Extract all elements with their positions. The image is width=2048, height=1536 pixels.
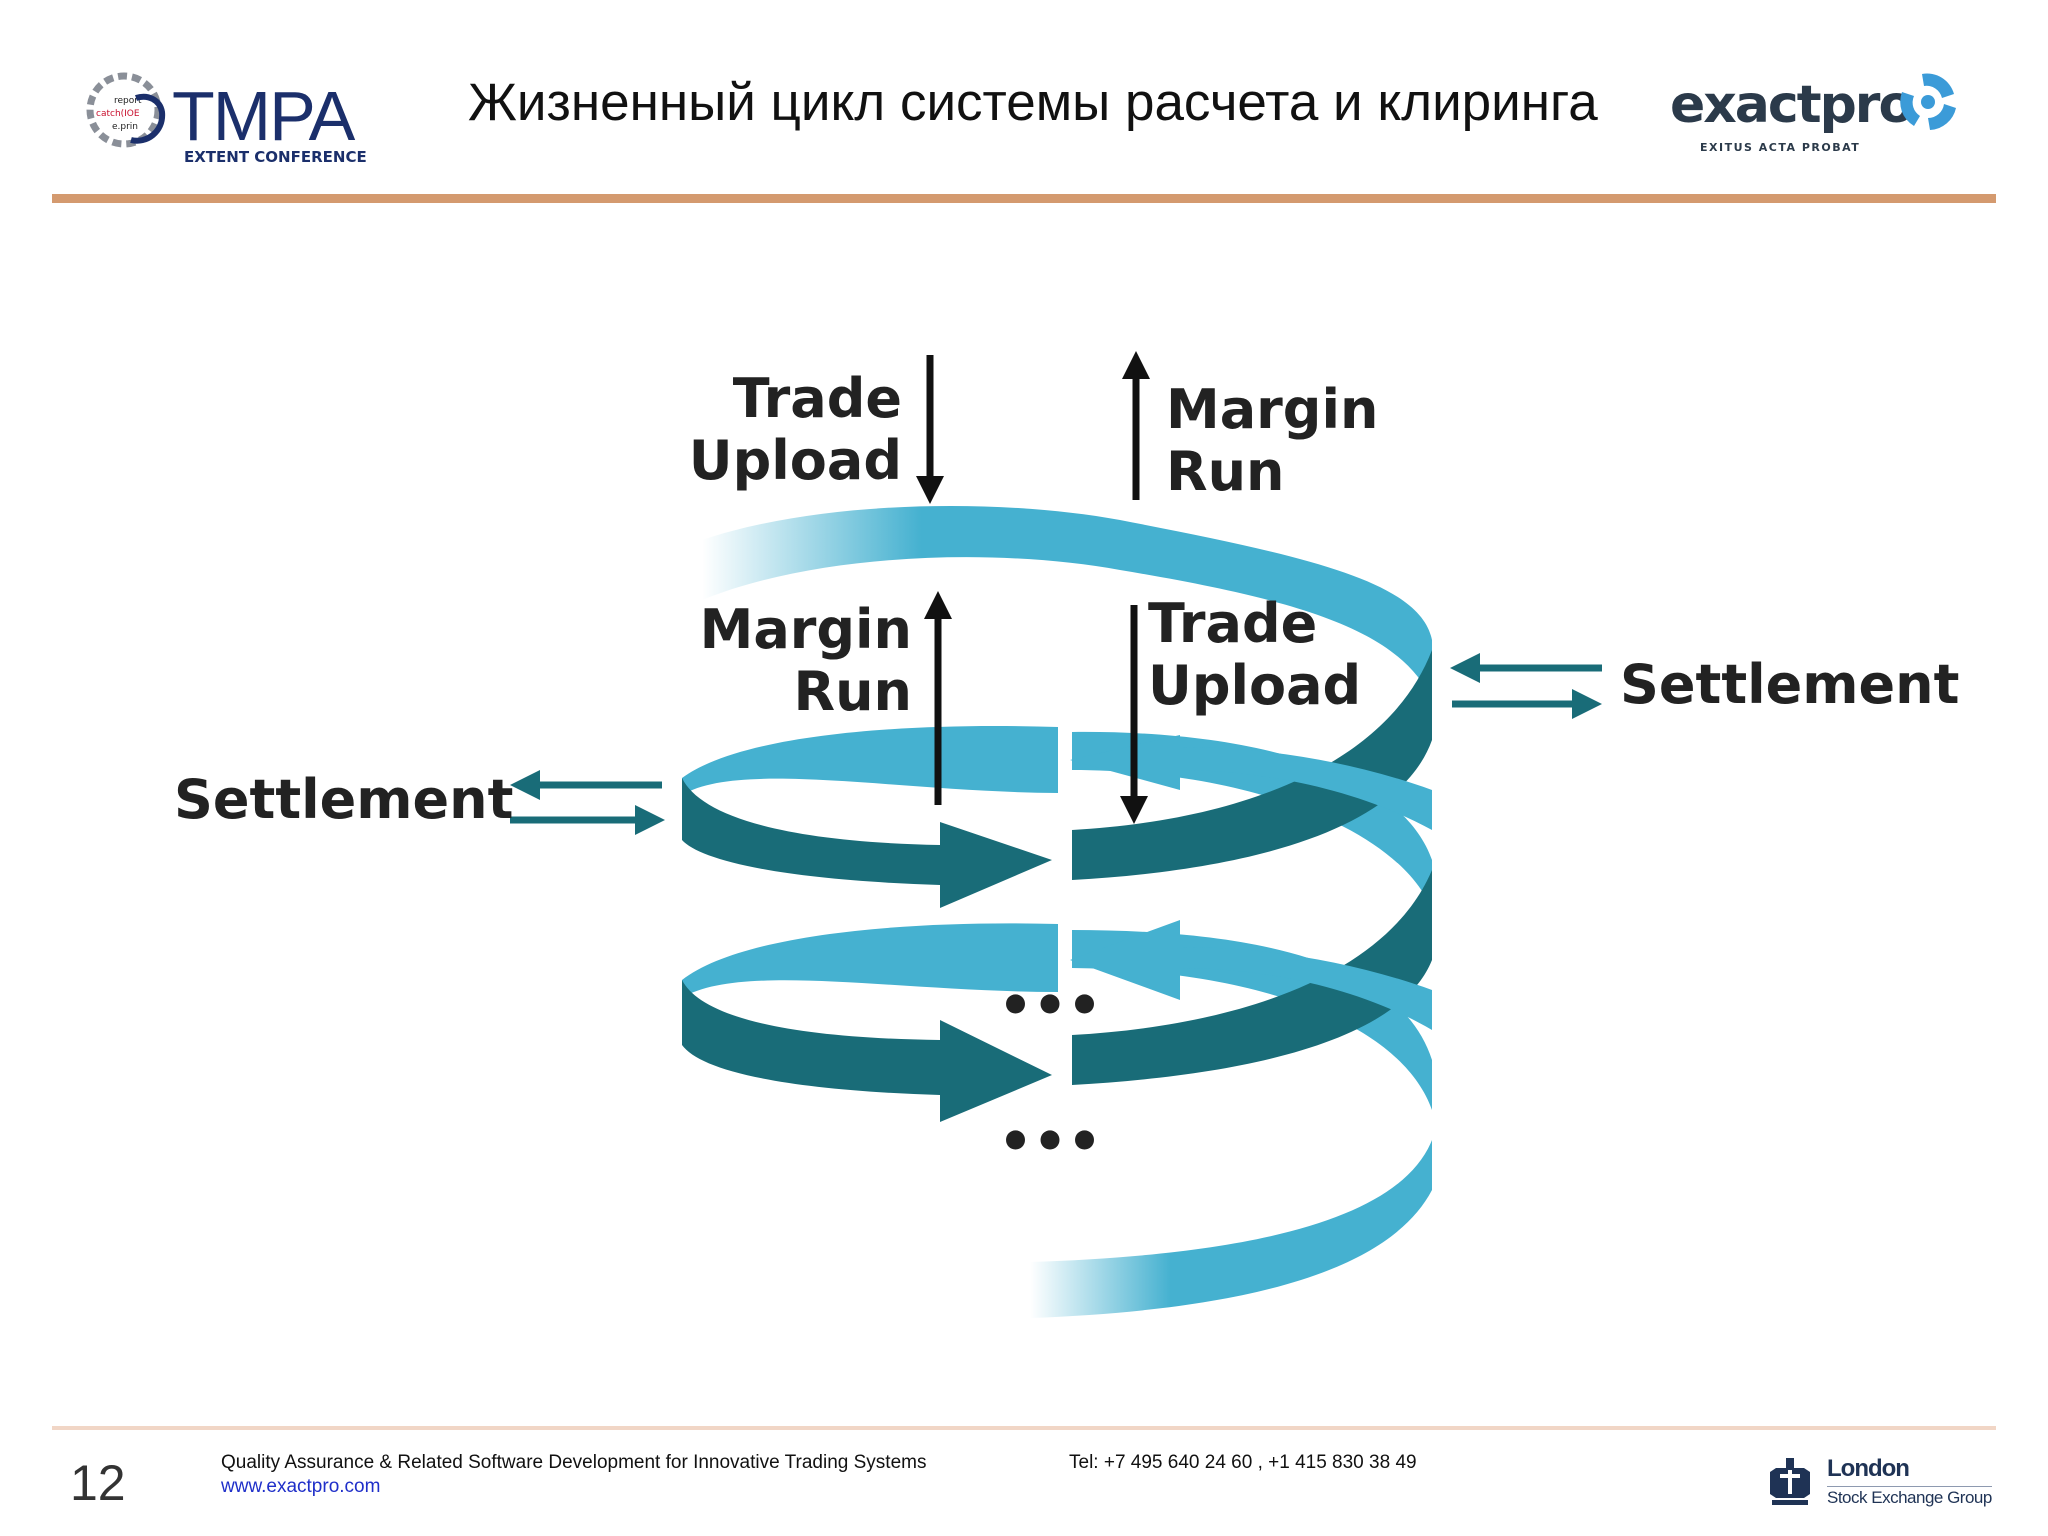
ribbon-bottom	[1030, 1140, 1432, 1318]
footer-phone: Tel: +7 495 640 24 60 , +1 415 830 38 49	[1069, 1452, 1417, 1473]
label-margin-run-mid-1: Margin	[700, 598, 912, 661]
label-margin-run-mid-2: Run	[794, 660, 912, 723]
ribbon-level2-left-light	[682, 923, 1058, 998]
lse-crest-icon	[1770, 1458, 1810, 1505]
settlement-left-arrows	[510, 770, 665, 835]
label-trade-upload-top-2: Upload	[689, 429, 902, 492]
ribbon-level2-left-dark	[682, 980, 1052, 1122]
exactpro-tagline: EXITUS ACTA PROBAT	[1700, 141, 1860, 154]
ribbon-level1-right-dark	[1072, 650, 1432, 880]
ellipsis-upper: •••	[998, 974, 1102, 1037]
label-margin-run-top-2: Run	[1166, 440, 1284, 503]
tmpa-logo: report catch(IOE e.prin TMPA EXTENT CONF…	[86, 72, 367, 166]
ribbon-level2-inner-light	[1070, 920, 1432, 1030]
exactpro-swirl-icon	[1900, 73, 1956, 130]
footer-rule	[52, 1426, 1996, 1430]
footer-tagline: Quality Assurance & Related Software Dev…	[221, 1452, 927, 1473]
label-settlement-left: Settlement	[174, 768, 513, 831]
exactpro-logo: exactpro EXITUS ACTA PROBAT	[1670, 73, 1956, 154]
tmpa-code-line-2: catch(IOE	[96, 109, 140, 119]
header-rule	[52, 194, 1996, 203]
label-margin-run-top-1: Margin	[1166, 378, 1378, 441]
ribbon-top	[702, 506, 1432, 700]
footer-website-link[interactable]: www.exactpro.com	[221, 1476, 381, 1497]
ribbon-level1-left-light	[682, 725, 1058, 795]
label-trade-upload-mid-1: Trade	[1148, 592, 1317, 655]
exactpro-wordmark: exactpro	[1670, 75, 1912, 135]
label-trade-upload-top-1: Trade	[733, 367, 902, 430]
slide-title: Жизненный цикл системы расчета и клиринг…	[468, 73, 1598, 132]
tmpa-wordmark: TMPA	[172, 77, 356, 155]
page-number: 12	[70, 1455, 126, 1511]
tmpa-code-line-1: report	[114, 96, 142, 106]
ribbon-level2-right-dark	[1072, 870, 1432, 1085]
lse-name: London	[1827, 1455, 1910, 1482]
label-trade-upload-mid-2: Upload	[1148, 654, 1361, 717]
ribbon-level1-left-dark	[682, 778, 1052, 908]
lse-subtitle: Stock Exchange Group	[1827, 1486, 1992, 1507]
settlement-right-arrows	[1450, 653, 1602, 719]
label-settlement-right: Settlement	[1620, 653, 1959, 716]
tmpa-code-line-3: e.prin	[112, 122, 138, 132]
tmpa-subtitle: EXTENT CONFERENCE	[184, 148, 367, 166]
ribbon-level1-inner-light	[1070, 735, 1432, 830]
ellipsis-lower: •••	[998, 1110, 1102, 1173]
